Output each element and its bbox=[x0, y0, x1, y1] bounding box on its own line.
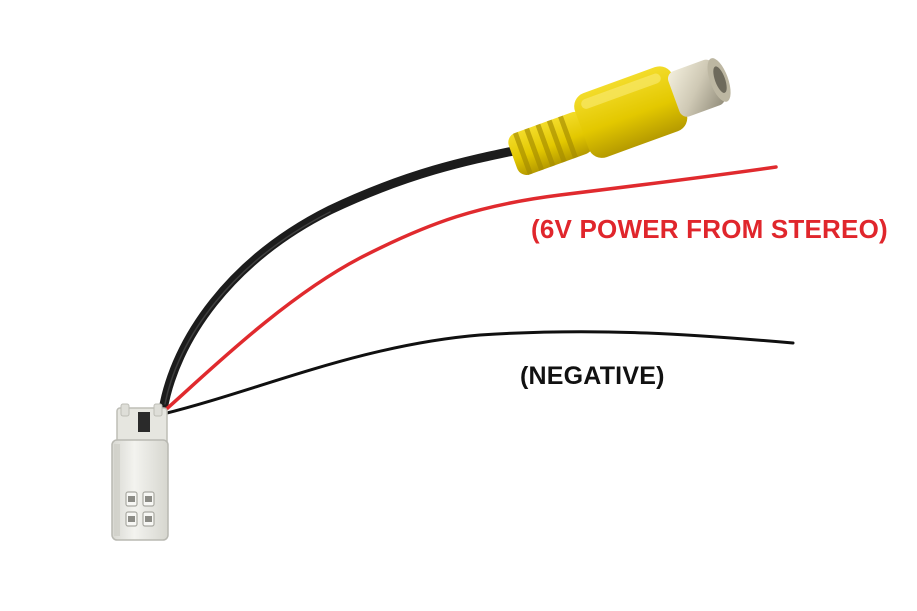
negative-wire-label: (NEGATIVE) bbox=[520, 362, 665, 390]
coax-cable-highlight bbox=[164, 211, 331, 405]
power-wire-label: (6V POWER FROM STEREO) bbox=[531, 214, 888, 244]
red-wire bbox=[161, 165, 778, 414]
white-connector bbox=[111, 403, 169, 541]
black-wire bbox=[161, 330, 795, 416]
coax-cable bbox=[158, 145, 523, 415]
rca-plug bbox=[508, 58, 731, 176]
